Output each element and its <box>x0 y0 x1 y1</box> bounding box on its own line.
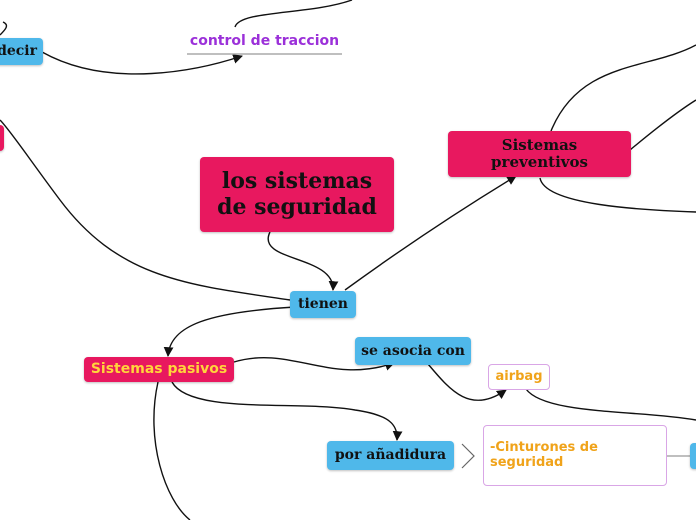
node-control-de-traccion[interactable]: control de traccion <box>187 30 342 52</box>
node-cinturones-label: -Cinturones de seguridad <box>490 439 598 470</box>
node-sistemas-preventivos-label: Sistemas preventivos <box>491 135 588 171</box>
node-decir-label: decir <box>0 43 37 60</box>
link-decir-control <box>41 51 243 75</box>
node-cinturones-de-seguridad[interactable]: -Cinturones de seguridad <box>483 425 667 486</box>
link-tienen-preventivos <box>344 175 517 291</box>
collapse-chevron-icon <box>461 443 475 469</box>
central-topic[interactable]: los sistemas de seguridad <box>200 157 394 232</box>
link-asocia-airbag <box>427 363 507 401</box>
link-central-tienen <box>267 231 339 291</box>
node-tienen[interactable]: tienen <box>290 291 356 318</box>
node-sistemas-preventivos[interactable]: Sistemas preventivos <box>448 131 631 177</box>
link-decir-left <box>0 21 8 36</box>
link-control-top <box>234 0 353 28</box>
link-pasivos-down <box>153 381 191 520</box>
link-preventivos-right <box>629 99 696 151</box>
link-pasivos-anadidura <box>171 381 403 441</box>
link-preventivos-up <box>550 44 696 132</box>
link-tienen-left <box>0 119 291 301</box>
link-preventivos-down <box>539 177 696 213</box>
link-airbag-right <box>525 388 696 421</box>
node-sistemas-pasivos-label: Sistemas pasivos <box>90 361 228 378</box>
node-por-anadidura-label: por añadidura <box>334 447 447 464</box>
node-left-offscreen[interactable] <box>0 125 4 151</box>
central-topic-label: los sistemas de seguridad <box>217 168 377 220</box>
node-tienen-label: tienen <box>298 296 348 313</box>
node-airbag-label: airbag <box>495 368 543 384</box>
node-se-asocia-con-label: se asocia con <box>361 342 465 359</box>
node-airbag[interactable]: airbag <box>488 364 550 390</box>
node-right-offscreen[interactable] <box>690 443 696 469</box>
node-por-anadidura[interactable]: por añadidura <box>327 441 454 470</box>
link-tienen-pasivos <box>163 306 296 357</box>
node-control-de-traccion-label: control de traccion <box>189 32 340 49</box>
link-pasivos-asocia <box>233 357 395 371</box>
node-se-asocia-con[interactable]: se asocia con <box>355 337 471 365</box>
node-sistemas-pasivos[interactable]: Sistemas pasivos <box>84 357 234 382</box>
node-decir[interactable]: decir <box>0 38 43 65</box>
